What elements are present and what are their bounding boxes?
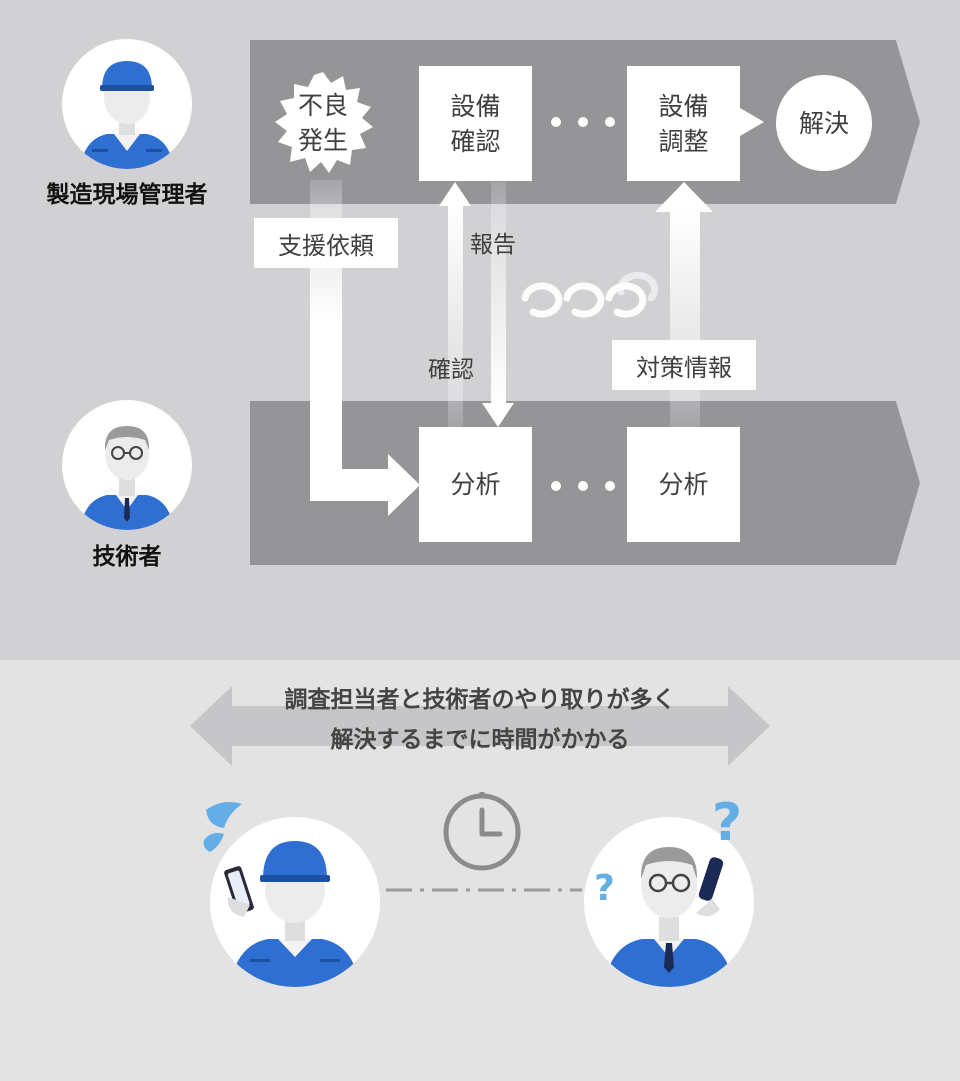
cycle-arrows-icon — [521, 271, 659, 318]
engineer-role-label: 技術者 — [92, 544, 162, 570]
clock-icon — [443, 792, 521, 871]
start-node-label: 不良 発生 — [297, 91, 348, 155]
engineer-avatar — [62, 400, 192, 530]
confirm-arrow — [439, 182, 471, 427]
engineer-on-phone-icon — [604, 847, 734, 987]
node-analysis-2: 分析 — [627, 427, 740, 542]
svg-text:?: ? — [712, 793, 742, 853]
engineer-glasses-avatar-icon — [80, 426, 174, 530]
support-request-label: 支援依頼 — [254, 218, 398, 268]
burst-shape — [275, 72, 373, 173]
to-resolution-arrow — [740, 108, 764, 136]
start-node-defect: 不良 発生 — [270, 70, 376, 176]
countermeasure-arrow — [655, 182, 713, 428]
manager-phone-avatar — [210, 817, 380, 987]
worker-cap-avatar-icon — [80, 61, 174, 169]
sweat-drop-icon — [203, 802, 242, 852]
problem-line-2: 解決するまでに時間がかかる — [330, 727, 630, 753]
double-arrow-banner — [190, 686, 770, 766]
end-node-resolved: 解決 — [776, 75, 872, 171]
report-arrow — [482, 182, 514, 427]
question-mark-icon: ? ? — [594, 793, 742, 909]
report-label: 報告 — [470, 232, 516, 258]
engineer-phone-avatar — [584, 817, 754, 987]
confirm-label: 確認 — [428, 357, 474, 383]
node-equipment-check: 設備 確認 — [419, 66, 532, 181]
countermeasure-label: 対策情報 — [612, 340, 756, 390]
problem-statement: 調査担当者と技術者のやり取りが多く 解決するまでに時間がかかる — [230, 680, 730, 760]
manager-role-label: 製造現場管理者 — [46, 182, 208, 208]
manager-avatar — [62, 39, 192, 169]
problem-line-1: 調査担当者と技術者のやり取りが多く — [284, 687, 676, 713]
node-analysis-1: 分析 — [419, 427, 532, 542]
dash-dot-connector — [386, 888, 582, 892]
ellipsis-top — [551, 117, 615, 127]
ellipsis-bottom — [551, 481, 615, 491]
node-equipment-adjust: 設備 調整 — [627, 66, 740, 181]
worker-on-phone-icon — [224, 841, 360, 987]
svg-text:?: ? — [594, 868, 615, 909]
